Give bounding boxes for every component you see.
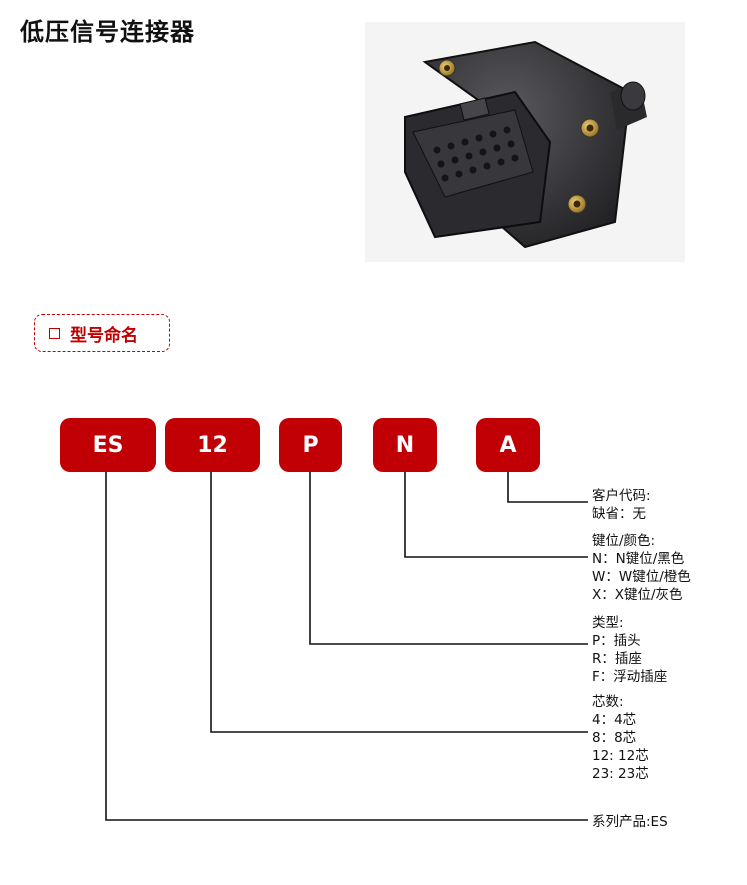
section-header-label: 型号命名 <box>70 325 138 346</box>
legend-cores: 芯数: 4：4芯 8：8芯 12: 12芯 23: 23芯 <box>592 693 649 783</box>
legend-item: W：W键位/橙色 <box>592 569 691 585</box>
code-box-type: P <box>279 418 342 472</box>
code-box-cores: 12 <box>165 418 260 472</box>
legend-item: 12: 12芯 <box>592 748 649 764</box>
section-header-model-naming: 型号命名 <box>34 314 170 352</box>
legend-heading: 客户代码: <box>592 488 651 504</box>
legend-item: 缺省：无 <box>592 506 646 522</box>
code-box-key: N <box>373 418 437 472</box>
legend-item: 8：8芯 <box>592 730 637 746</box>
legend-item: P：插头 <box>592 633 641 649</box>
legend-heading: 芯数: <box>592 694 624 710</box>
legend-heading: 系列产品:ES <box>592 814 668 830</box>
checkbox-square-icon <box>49 327 60 339</box>
legend-item: N：N键位/黑色 <box>592 551 685 567</box>
code-box-series: ES <box>60 418 156 472</box>
legend-type: 类型: P：插头 R：插座 F：浮动插座 <box>592 614 667 686</box>
legend-heading: 类型: <box>592 615 624 631</box>
leader-line-series <box>105 472 588 821</box>
legend-item: 4：4芯 <box>592 712 637 728</box>
connector-product-image <box>365 22 685 262</box>
legend-customer-code: 客户代码: 缺省：无 <box>592 487 651 523</box>
legend-item: X：X键位/灰色 <box>592 587 683 603</box>
leader-line-customer <box>507 472 588 503</box>
leader-line-type <box>309 472 588 645</box>
legend-item: R：插座 <box>592 651 642 667</box>
legend-item: F：浮动插座 <box>592 669 668 685</box>
legend-key-color: 键位/颜色: N：N键位/黑色 W：W键位/橙色 X：X键位/灰色 <box>592 532 691 604</box>
code-box-customer: A <box>476 418 540 472</box>
page-title: 低压信号连接器 <box>20 18 195 46</box>
legend-heading: 键位/颜色: <box>592 533 656 549</box>
leader-line-cores <box>210 472 588 733</box>
legend-item: 23: 23芯 <box>592 766 649 782</box>
leader-line-key <box>404 472 588 558</box>
legend-series: 系列产品:ES <box>592 813 668 831</box>
